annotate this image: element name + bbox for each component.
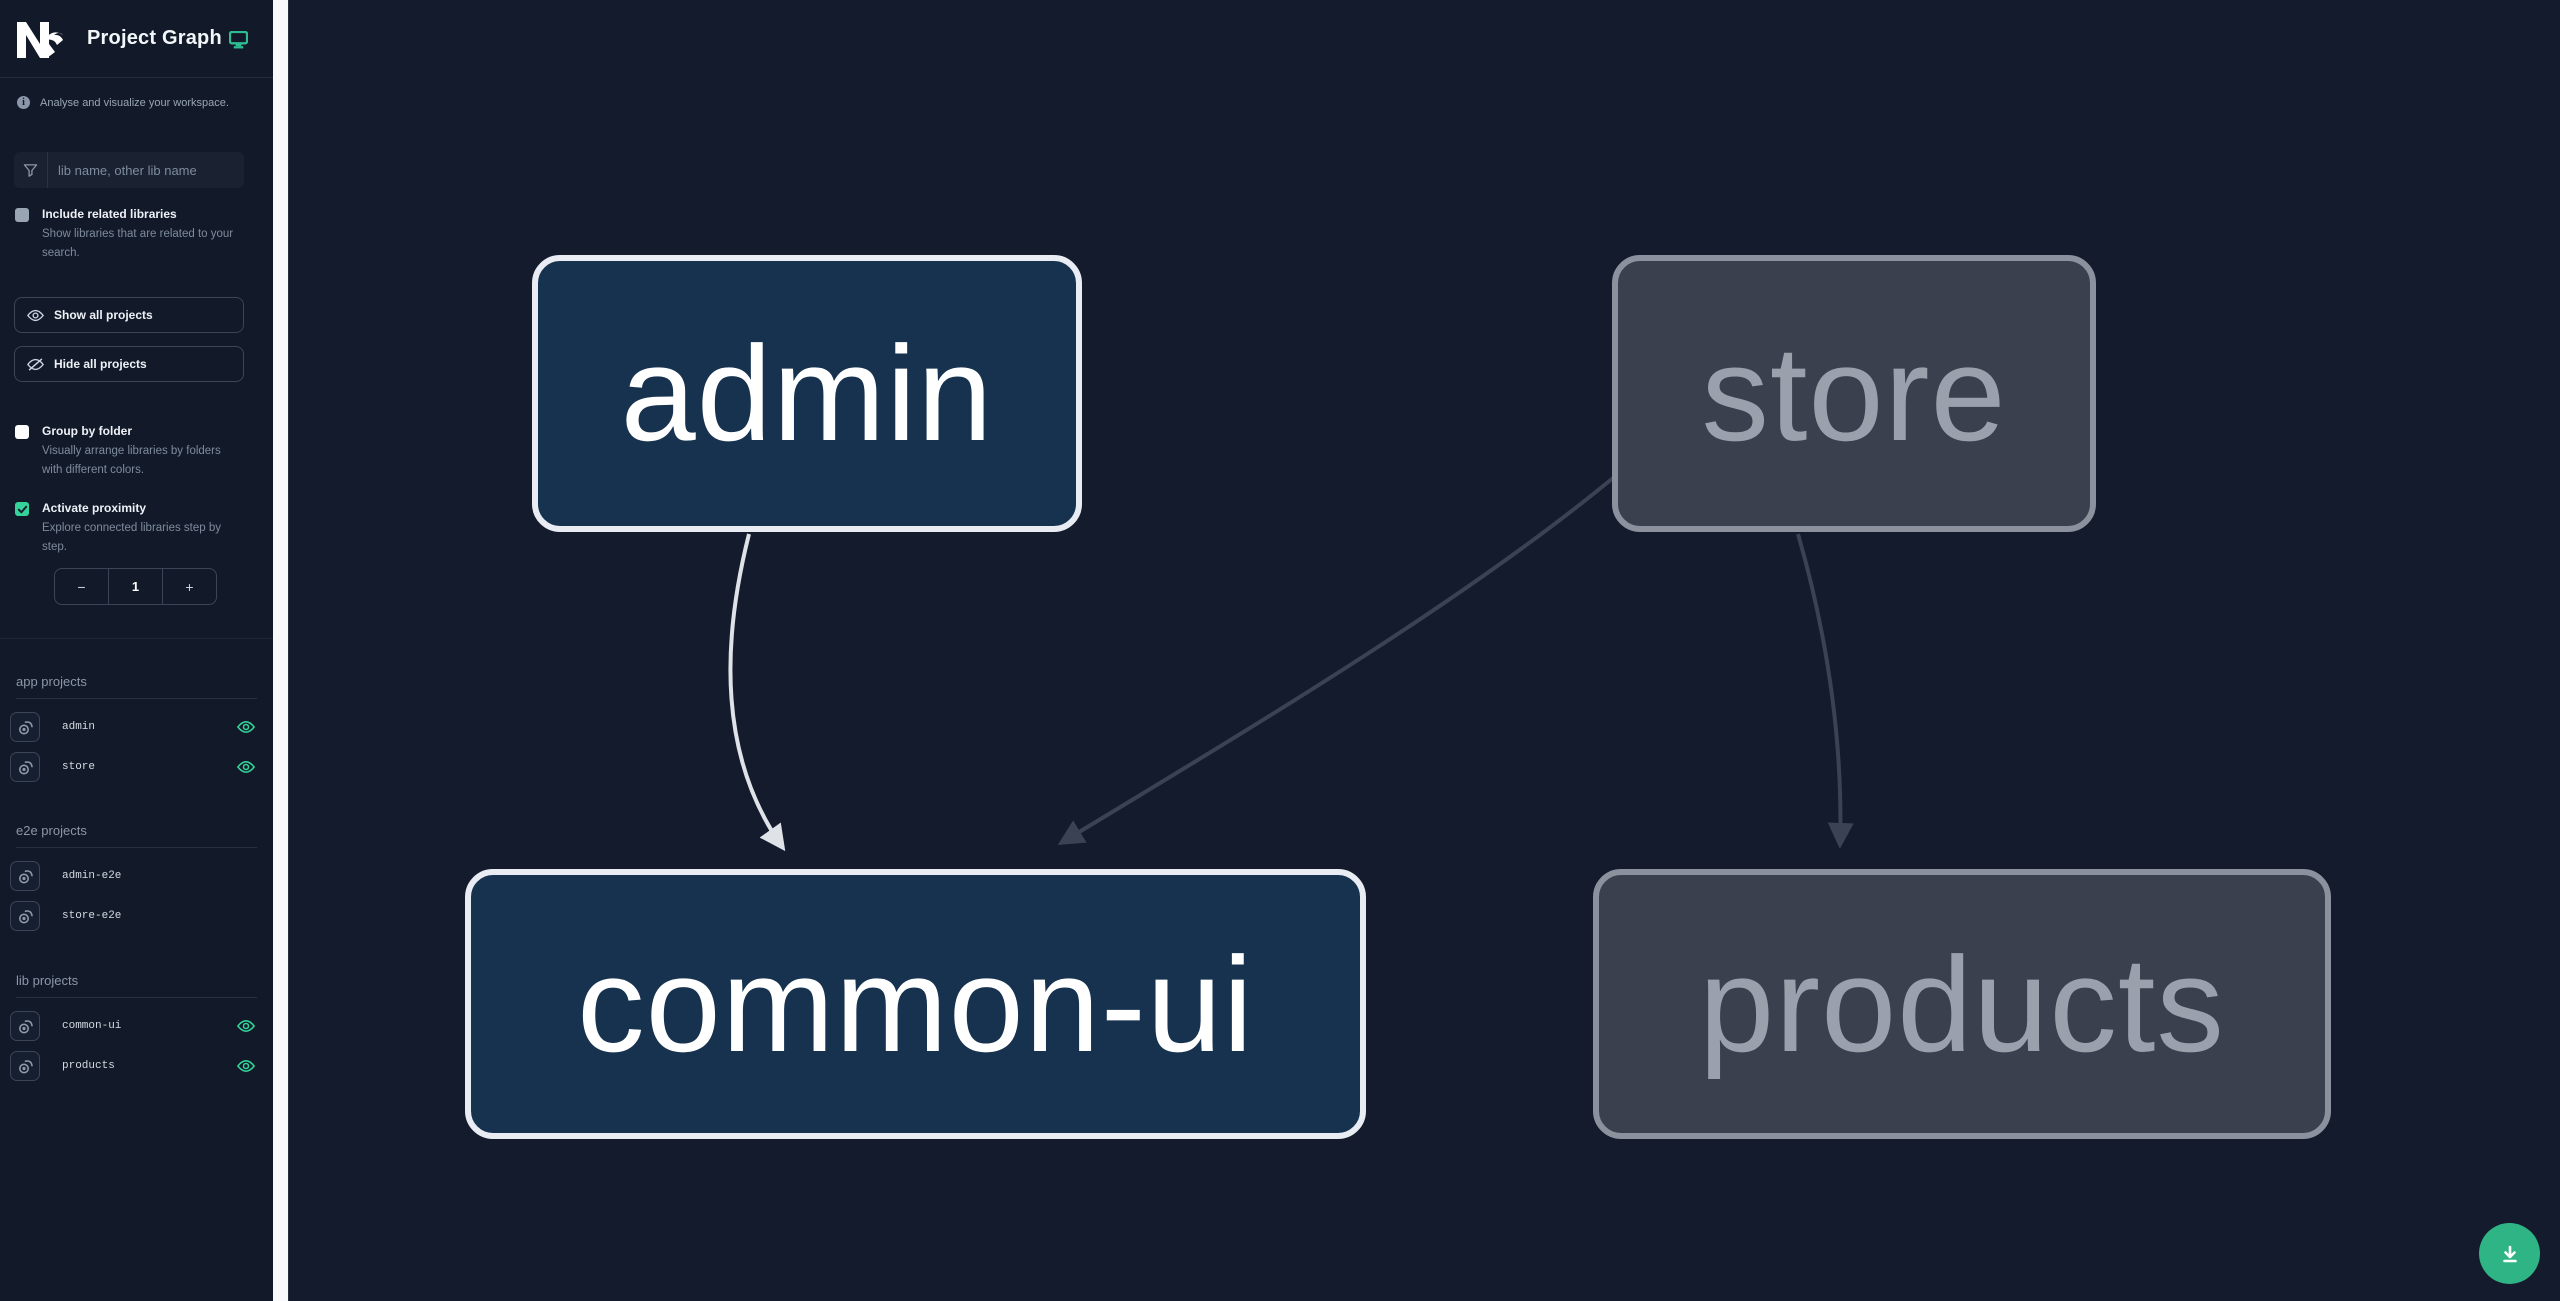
edge-store-to-products[interactable] [1796, 533, 1854, 849]
filter-funnel-cell [14, 152, 48, 188]
focus-project-button[interactable] [10, 712, 40, 742]
checkmark-icon [17, 505, 27, 513]
group-by-folder-row: Group by folder Visually arrange librari… [15, 424, 234, 480]
node-label: store [1701, 318, 2007, 469]
eye-icon [27, 309, 44, 321]
include-related-description: Show libraries that are related to your … [42, 228, 234, 259]
edge-admin-to-common-ui[interactable] [728, 533, 786, 852]
group-by-folder-label: Group by folder [42, 424, 132, 438]
graph-node-common-ui[interactable]: common-ui [465, 869, 1366, 1139]
sidebar-header: Project Graph [0, 0, 273, 78]
project-name[interactable]: admin-e2e [62, 870, 122, 882]
nx-logo [17, 21, 63, 58]
project-name[interactable]: admin [62, 721, 96, 733]
focus-icon [18, 760, 33, 774]
graph-edges [728, 476, 1854, 852]
project-row-products: products [10, 1051, 263, 1081]
activate-proximity-label: Activate proximity [42, 501, 147, 515]
eye-off-icon [27, 357, 44, 371]
project-row-store-e2e: store-e2e [10, 901, 263, 931]
page-title: Project Graph [87, 27, 222, 49]
group-by-folder-description: Visually arrange libraries by folders wi… [42, 445, 221, 476]
tagline-text: Analyse and visualize your workspace. [40, 96, 229, 109]
focus-project-button[interactable] [10, 861, 40, 891]
focus-icon [18, 909, 33, 923]
project-row-admin: admin [10, 712, 263, 742]
show-all-projects-button[interactable]: Show all projects [14, 297, 244, 333]
focus-icon [18, 1019, 33, 1033]
activate-proximity-row: Activate proximity Explore connected lib… [15, 501, 234, 557]
activate-proximity-checkbox[interactable] [15, 502, 29, 516]
graph-node-products[interactable]: products [1593, 869, 2331, 1139]
sidebar-resize-handle[interactable] [273, 0, 288, 1301]
edge-store-to-common-ui[interactable] [1057, 476, 1615, 846]
section-title-app-projects: app projects [16, 674, 257, 699]
proximity-value: 1 [108, 569, 162, 604]
proximity-increment-button[interactable]: + [162, 569, 216, 604]
project-row-common-ui: common-ui [10, 1011, 263, 1041]
node-label: products [1699, 928, 2225, 1080]
download-graph-button[interactable] [2479, 1223, 2540, 1284]
focus-project-button[interactable] [10, 1011, 40, 1041]
graph-node-admin[interactable]: admin [532, 255, 1082, 532]
hide-all-projects-label: Hide all projects [54, 357, 147, 371]
visibility-eye-icon[interactable] [237, 1059, 255, 1073]
project-row-store: store [10, 752, 263, 782]
include-related-checkbox[interactable] [15, 208, 29, 222]
project-name[interactable]: store-e2e [62, 910, 122, 922]
proximity-decrement-button[interactable]: − [55, 569, 108, 604]
focus-icon [18, 720, 33, 734]
sidebar-divider [0, 638, 273, 639]
project-name[interactable]: store [62, 761, 96, 773]
project-name[interactable]: products [62, 1060, 115, 1072]
node-label: admin [620, 318, 994, 469]
show-all-projects-label: Show all projects [54, 308, 153, 322]
monitor-icon[interactable] [229, 31, 248, 49]
group-by-folder-checkbox[interactable] [15, 425, 29, 439]
proximity-stepper: − 1 + [54, 568, 217, 605]
download-icon [2502, 1245, 2517, 1262]
include-related-row: Include related libraries Show libraries… [15, 207, 234, 263]
focus-icon [18, 1059, 33, 1073]
activate-proximity-description: Explore connected libraries step by step… [42, 522, 221, 553]
include-related-label: Include related libraries [42, 207, 177, 221]
filter-box [14, 152, 244, 188]
focus-project-button[interactable] [10, 1051, 40, 1081]
focus-project-button[interactable] [10, 752, 40, 782]
funnel-icon [23, 163, 38, 177]
focus-icon [18, 869, 33, 883]
graph-node-store[interactable]: store [1612, 255, 2096, 532]
project-row-admin-e2e: admin-e2e [10, 861, 263, 891]
node-label: common-ui [577, 928, 1254, 1080]
visibility-eye-icon[interactable] [237, 760, 255, 774]
sidebar: Project Graph i Analyse and visualize yo… [0, 0, 273, 1301]
section-title-e2e-projects: e2e projects [16, 823, 257, 848]
focus-project-button[interactable] [10, 901, 40, 931]
visibility-eye-icon[interactable] [237, 1019, 255, 1033]
search-input[interactable] [48, 152, 244, 188]
section-title-lib-projects: lib projects [16, 973, 257, 998]
hide-all-projects-button[interactable]: Hide all projects [14, 346, 244, 382]
tagline-row: i Analyse and visualize your workspace. [17, 96, 229, 109]
visibility-eye-icon[interactable] [237, 720, 255, 734]
graph-canvas[interactable]: admin store common-ui products [288, 0, 2560, 1301]
project-name[interactable]: common-ui [62, 1020, 122, 1032]
info-icon: i [17, 96, 30, 109]
